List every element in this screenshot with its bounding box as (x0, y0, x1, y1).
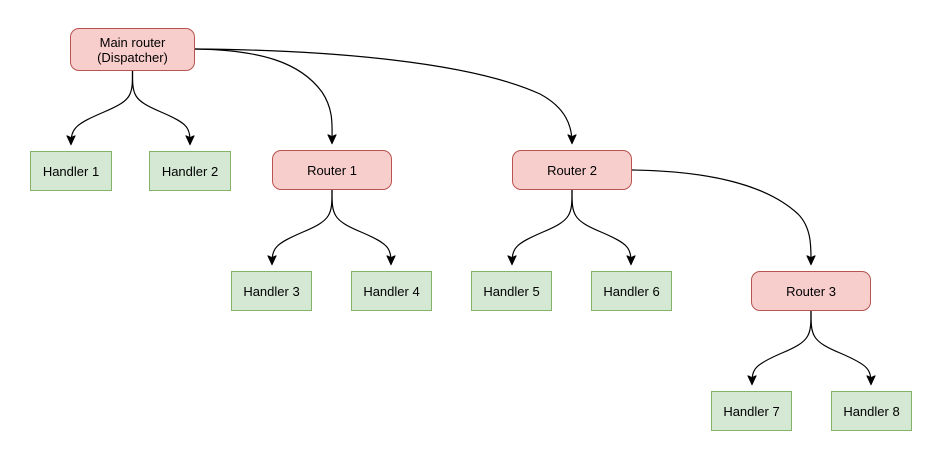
node-handler-3[interactable]: Handler 3 (231, 271, 312, 311)
node-label: Handler 7 (723, 403, 780, 419)
edge-router-1-handler-3 (272, 189, 333, 264)
node-router-3[interactable]: Router 3 (751, 271, 871, 311)
edge-router-3-handler-8 (810, 310, 871, 384)
node-label: Handler 5 (483, 283, 540, 299)
node-router-1[interactable]: Router 1 (272, 150, 392, 190)
node-handler-1[interactable]: Handler 1 (30, 151, 112, 191)
edge-router-2-router-3 (631, 169, 811, 264)
node-label: Handler 1 (42, 163, 100, 179)
node-label: Main router (Dispatcher) (97, 34, 168, 65)
node-router-2[interactable]: Router 2 (512, 150, 632, 190)
node-main-router[interactable]: Main router (Dispatcher) (70, 28, 195, 71)
node-label: Handler 2 (161, 163, 219, 179)
node-label: Router 1 (307, 162, 357, 178)
node-label: Handler 3 (243, 283, 300, 299)
edge-router-1-handler-4 (331, 189, 391, 264)
edge-main-router-2 (194, 48, 572, 143)
node-handler-6[interactable]: Handler 6 (591, 271, 672, 311)
node-label: Router 2 (547, 162, 597, 178)
edge-main-handler-1 (71, 70, 134, 144)
node-label: Handler 4 (363, 283, 420, 299)
node-handler-8[interactable]: Handler 8 (831, 391, 912, 431)
node-label: Router 3 (786, 283, 836, 299)
node-handler-7[interactable]: Handler 7 (711, 391, 792, 431)
node-handler-2[interactable]: Handler 2 (149, 151, 231, 191)
node-label: Handler 6 (603, 283, 660, 299)
edge-main-router-1 (194, 48, 332, 143)
node-handler-5[interactable]: Handler 5 (471, 271, 552, 311)
edge-router-2-handler-6 (571, 189, 631, 264)
node-label: Handler 8 (843, 403, 900, 419)
edges-group (71, 48, 871, 384)
edge-router-3-handler-7 (752, 310, 812, 384)
edge-router-2-handler-5 (512, 189, 573, 264)
node-handler-4[interactable]: Handler 4 (351, 271, 432, 311)
edge-main-handler-2 (131, 70, 191, 144)
